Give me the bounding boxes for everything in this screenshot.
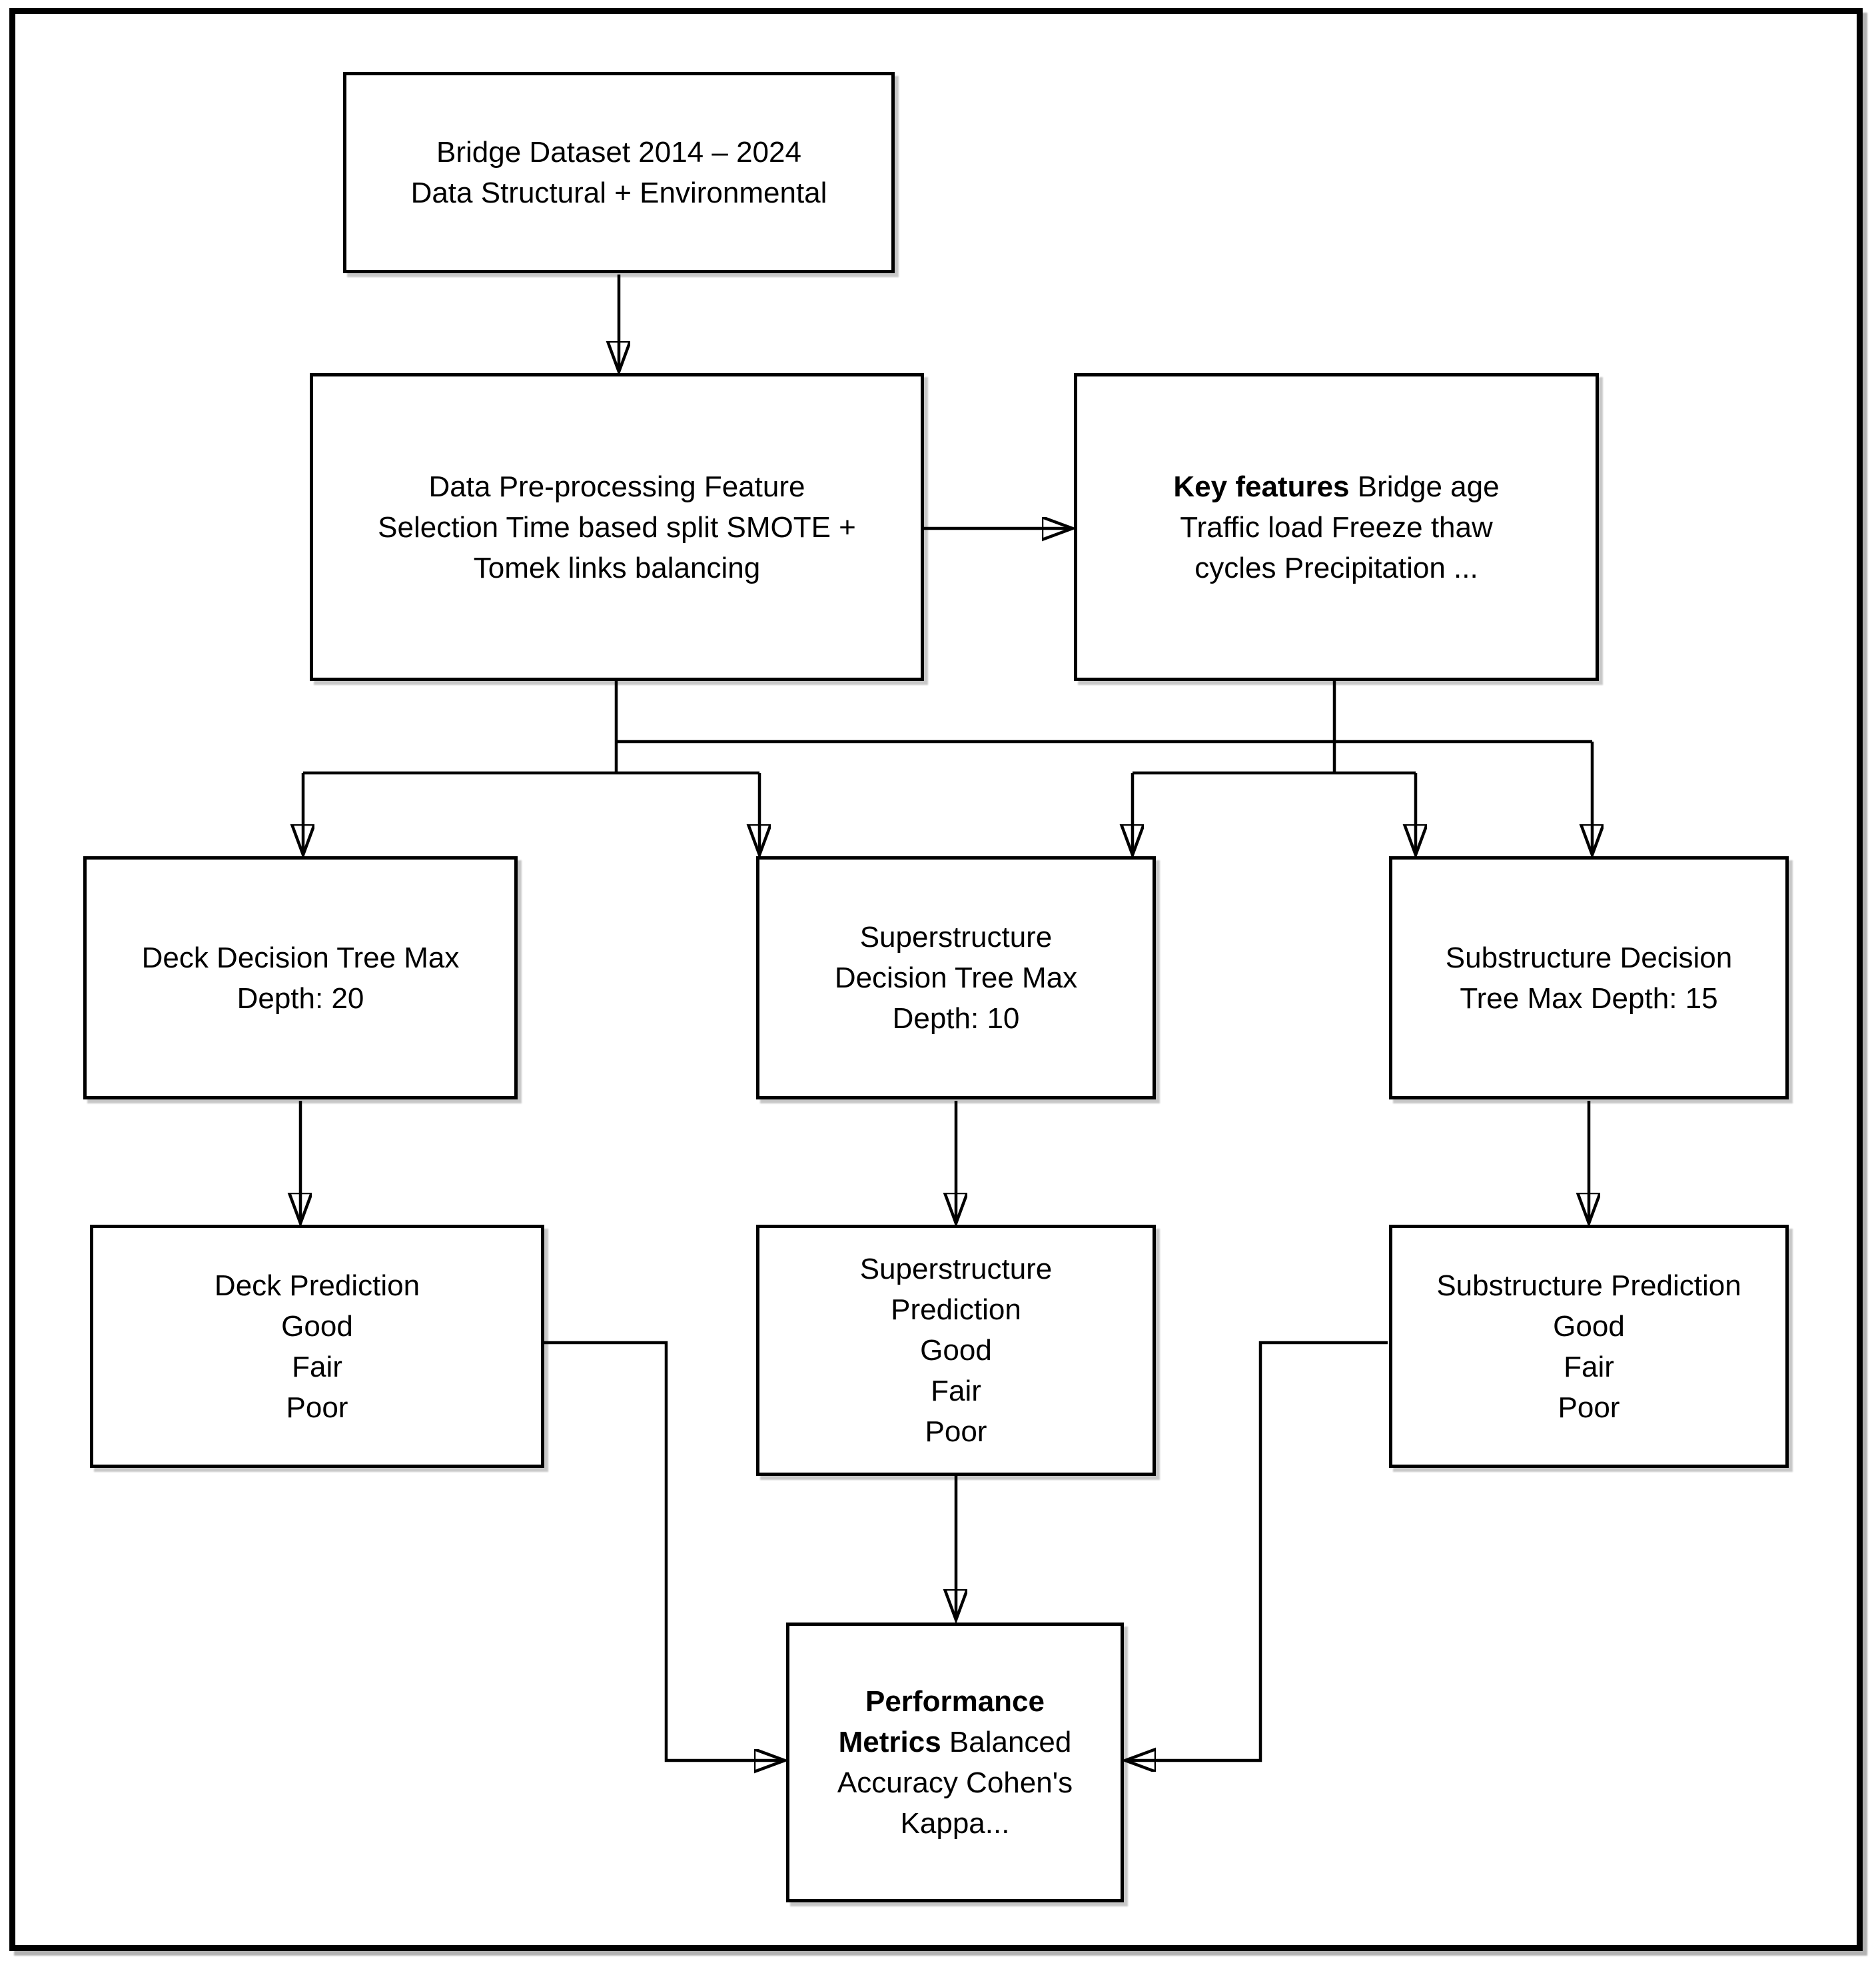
node-bridge-dataset: Bridge Dataset 2014 – 2024 Data Structur… bbox=[343, 72, 895, 273]
node-superstructure-decision-tree: Superstructure Decision Tree Max Depth: … bbox=[756, 856, 1156, 1099]
node-performance-metrics: Performance Metrics Balanced Accuracy Co… bbox=[786, 1623, 1124, 1902]
node-substructure-decision-tree: Substructure Decision Tree Max Depth: 15 bbox=[1389, 856, 1789, 1099]
node-key-features-label-rest: Bridge age Traffic load Freeze thaw cycl… bbox=[1180, 470, 1500, 584]
node-superstructure-decision-tree-label: Superstructure Decision Tree Max Depth: … bbox=[834, 921, 1078, 1035]
node-data-preprocessing: Data Pre-processing Feature Selection Ti… bbox=[310, 373, 924, 681]
node-substructure-decision-tree-label: Substructure Decision Tree Max Depth: 15 bbox=[1445, 941, 1733, 1015]
node-deck-prediction: Deck Prediction Good Fair Poor bbox=[90, 1225, 544, 1468]
node-bridge-dataset-label: Bridge Dataset 2014 – 2024 Data Structur… bbox=[410, 136, 827, 209]
node-substructure-prediction: Substructure Prediction Good Fair Poor bbox=[1389, 1225, 1789, 1468]
node-substructure-prediction-label: Substructure Prediction Good Fair Poor bbox=[1436, 1269, 1741, 1424]
node-deck-prediction-label: Deck Prediction Good Fair Poor bbox=[214, 1269, 420, 1424]
node-deck-decision-tree: Deck Decision Tree Max Depth: 20 bbox=[83, 856, 518, 1099]
node-performance-metrics-label-bold: Performance Metrics bbox=[838, 1685, 1045, 1758]
node-performance-metrics-label: Performance Metrics Balanced Accuracy Co… bbox=[828, 1681, 1082, 1844]
node-data-preprocessing-label: Data Pre-processing Feature Selection Ti… bbox=[378, 470, 856, 584]
node-key-features-label-bold: Key features bbox=[1173, 470, 1350, 503]
node-key-features-label: Key features Bridge age Traffic load Fre… bbox=[1164, 466, 1508, 588]
node-deck-decision-tree-label: Deck Decision Tree Max Depth: 20 bbox=[141, 941, 460, 1015]
node-superstructure-prediction: Superstructure Prediction Good Fair Poor bbox=[756, 1225, 1156, 1476]
node-performance-metrics-label-rest: Balanced Accuracy Cohen's Kappa... bbox=[837, 1726, 1073, 1840]
node-superstructure-prediction-label: Superstructure Prediction Good Fair Poor bbox=[859, 1253, 1053, 1448]
node-key-features: Key features Bridge age Traffic load Fre… bbox=[1074, 373, 1599, 681]
